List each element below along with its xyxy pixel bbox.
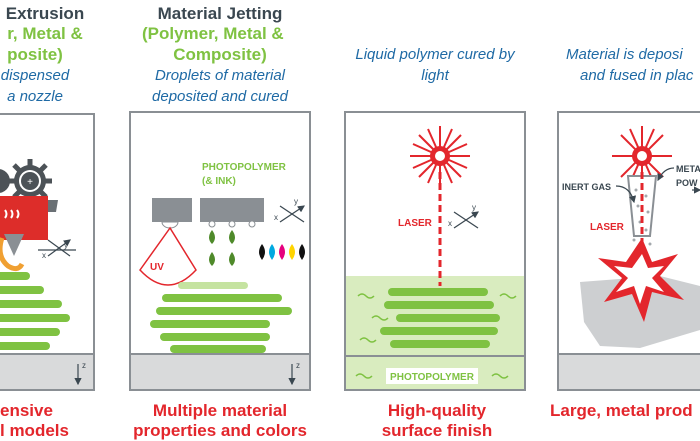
col3-feature-line1: High-quality: [387, 401, 487, 420]
uv-light-cone: [139, 226, 197, 286]
panel-extrusion: + y x z: [0, 113, 95, 391]
axis-label-x: x: [448, 219, 452, 228]
axis-label-y: y: [294, 197, 298, 206]
laser-label: LASER: [590, 222, 625, 233]
inert-gas-label: INERT GAS: [562, 182, 611, 192]
col4-feature-line1: Large, metal prod: [550, 401, 693, 420]
panel1-platform: [0, 353, 95, 391]
axis-label-y: y: [472, 203, 476, 212]
panel-directed-energy-deposition: INERT GAS META POW LASER: [557, 111, 700, 391]
axis-label-z: z: [82, 361, 86, 370]
print-layers: [150, 282, 292, 353]
col3-description-line2: light: [421, 67, 449, 84]
col1-description-line2: a nozzle: [7, 88, 63, 105]
print-layers: [0, 272, 70, 350]
col2-feature-line1: Multiple material: [152, 401, 288, 420]
photopolymer-label-ink: (& INK): [202, 176, 236, 187]
panel4-platform: [557, 353, 700, 391]
col1-material-line2: posite): [7, 45, 63, 64]
heater-icon: [4, 209, 20, 219]
uv-lamp-head: [152, 198, 192, 222]
metal-powder-label-2: POW: [676, 178, 698, 188]
col2-material-line2: Composite): [173, 45, 267, 64]
axis-label-z: z: [296, 361, 300, 370]
metal-powder-label: META: [676, 164, 700, 174]
col3-description-line1: Liquid polymer cured by: [355, 46, 515, 63]
col3-feature-line2: surface finish: [381, 421, 493, 440]
axis-label-y: y: [64, 241, 68, 250]
print-head: [200, 198, 264, 222]
print-layers: [380, 288, 500, 348]
axis-label-x: x: [42, 251, 46, 260]
col2-description-line2: deposited and cured: [152, 88, 288, 105]
svg-text:+: +: [27, 177, 33, 188]
col2-feature-line2: properties and colors: [133, 421, 307, 440]
gear-icon: +: [8, 159, 52, 203]
col1-material-line1: r, Metal &: [7, 24, 83, 43]
ink-droplets-cmyk: [259, 244, 305, 260]
panel4-frame: [557, 111, 700, 391]
panel2-platform: [129, 353, 311, 391]
axes-icon: [38, 239, 76, 257]
col4-description-line1: Material is deposi: [566, 46, 683, 63]
col2-material-line1: (Polymer, Metal &: [142, 24, 284, 43]
axis-label-x: x: [274, 213, 278, 222]
col4-description-line2: and fused in plac: [580, 67, 694, 84]
resin-waves: [355, 293, 517, 379]
col1-description-line1: dispensed: [0, 67, 70, 84]
panel-material-jetting: PHOTOPOLYMER (& INK) UV y x: [129, 111, 311, 391]
photopolymer-tag: [386, 368, 478, 384]
extruder-head: [0, 196, 48, 240]
droplets: [209, 230, 235, 266]
axes-icon: [279, 205, 305, 223]
laser-label: LASER: [398, 218, 433, 229]
panel-vat-photopolymerization: LASER y x PHOTOPOLYMER: [344, 111, 526, 391]
photopolymer-label: PHOTOPOLYMER: [202, 162, 287, 173]
col2-description-line1: Droplets of material: [154, 67, 286, 84]
photopolymer-label: PHOTOPOLYMER: [390, 372, 475, 383]
uv-label: UV: [150, 262, 164, 273]
axes-icon: [453, 211, 479, 229]
col1-title: Extrusion: [5, 4, 85, 23]
col1-feature-line1: ensive: [0, 401, 53, 420]
gear-icon: [0, 169, 10, 193]
col1-feature-line2: l models: [0, 421, 69, 440]
panel3-platform: [344, 355, 526, 391]
col2-title: Material Jetting: [157, 4, 283, 23]
nozzle: [4, 234, 24, 256]
